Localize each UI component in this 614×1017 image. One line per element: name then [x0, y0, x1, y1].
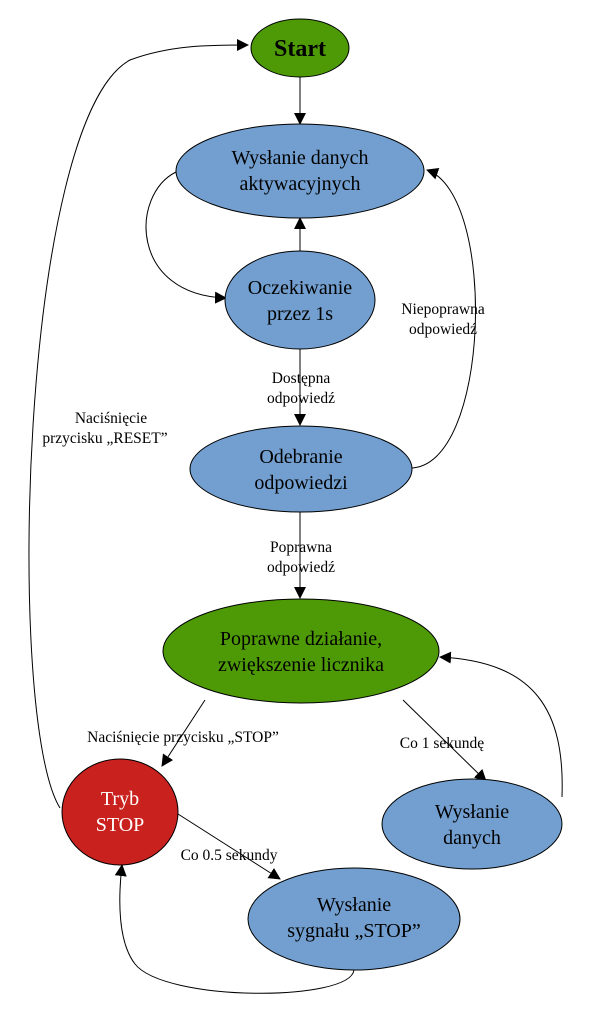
node-wait: Oczekiwanie przez 1s — [224, 250, 376, 350]
node-wait-line2: przez 1s — [267, 303, 333, 325]
edge-label-reset-1: Naciśnięcie — [75, 410, 147, 427]
node-stop-mode-line1: Tryb — [101, 788, 139, 810]
edge-label-incorrect-1: Niepoprawna — [401, 301, 485, 318]
edge-label-every-05s: Co 0.5 sekundy — [181, 847, 278, 864]
edge-receive-to-send-activation — [409, 168, 476, 469]
edge-send-data-to-correct — [439, 651, 563, 798]
node-receive-line2: odpowiedzi — [254, 472, 348, 494]
node-send-data: Wysłanie danych — [381, 778, 563, 870]
edge-send-activation-to-wait — [145, 171, 227, 304]
edge-label-correct-2: odpowiedź — [267, 559, 335, 576]
node-send-data-line2: danych — [443, 827, 501, 849]
node-send-stop-line1: Wysłanie — [317, 894, 391, 916]
node-correct-line2: zwiększenie licznika — [218, 654, 384, 676]
node-send-activation-line1: Wysłanie danych — [231, 147, 368, 169]
edge-send-stop-to-stop — [114, 864, 355, 994]
edge-label-stop-press: Naciśnięcie przycisku „STOP” — [87, 729, 279, 746]
edge-stop-to-start — [28, 39, 249, 809]
node-receive: Odebranie odpowiedzi — [189, 425, 413, 513]
edge-label-available-2: odpowiedź — [267, 390, 335, 407]
node-start: Start — [250, 18, 350, 78]
edge-label-incorrect-2: odpowiedź — [409, 321, 477, 338]
node-wait-line1: Oczekiwanie — [248, 277, 353, 299]
node-send-stop-line2: sygnału „STOP” — [287, 920, 421, 942]
node-receive-line1: Odebranie — [259, 446, 342, 468]
edge-label-reset-2: przycisku „RESET” — [42, 430, 167, 447]
edge-label-every-1s: Co 1 sekundę — [400, 735, 485, 752]
edge-correct-to-stop — [161, 699, 206, 767]
edge-stop-to-send-stop — [177, 813, 281, 880]
node-send-activation-line2: aktywacyjnych — [239, 173, 360, 195]
node-send-stop: Wysłanie sygnału „STOP” — [247, 867, 461, 971]
node-correct: Poprawne działanie, zwiększenie licznika — [162, 598, 440, 704]
node-stop-mode: Tryb STOP — [61, 758, 179, 866]
node-start-label: Start — [274, 36, 326, 62]
node-correct-line1: Poprawne działanie, — [220, 628, 382, 650]
node-send-activation: Wysłanie danych aktywacyjnych — [175, 123, 425, 219]
node-send-data-line1: Wysłanie — [435, 801, 509, 823]
edge-label-correct-1: Poprawna — [270, 539, 332, 556]
edge-label-available-1: Dostępna — [272, 370, 331, 387]
node-stop-mode-line2: STOP — [96, 814, 145, 836]
edge-correct-to-send-data — [402, 699, 487, 782]
